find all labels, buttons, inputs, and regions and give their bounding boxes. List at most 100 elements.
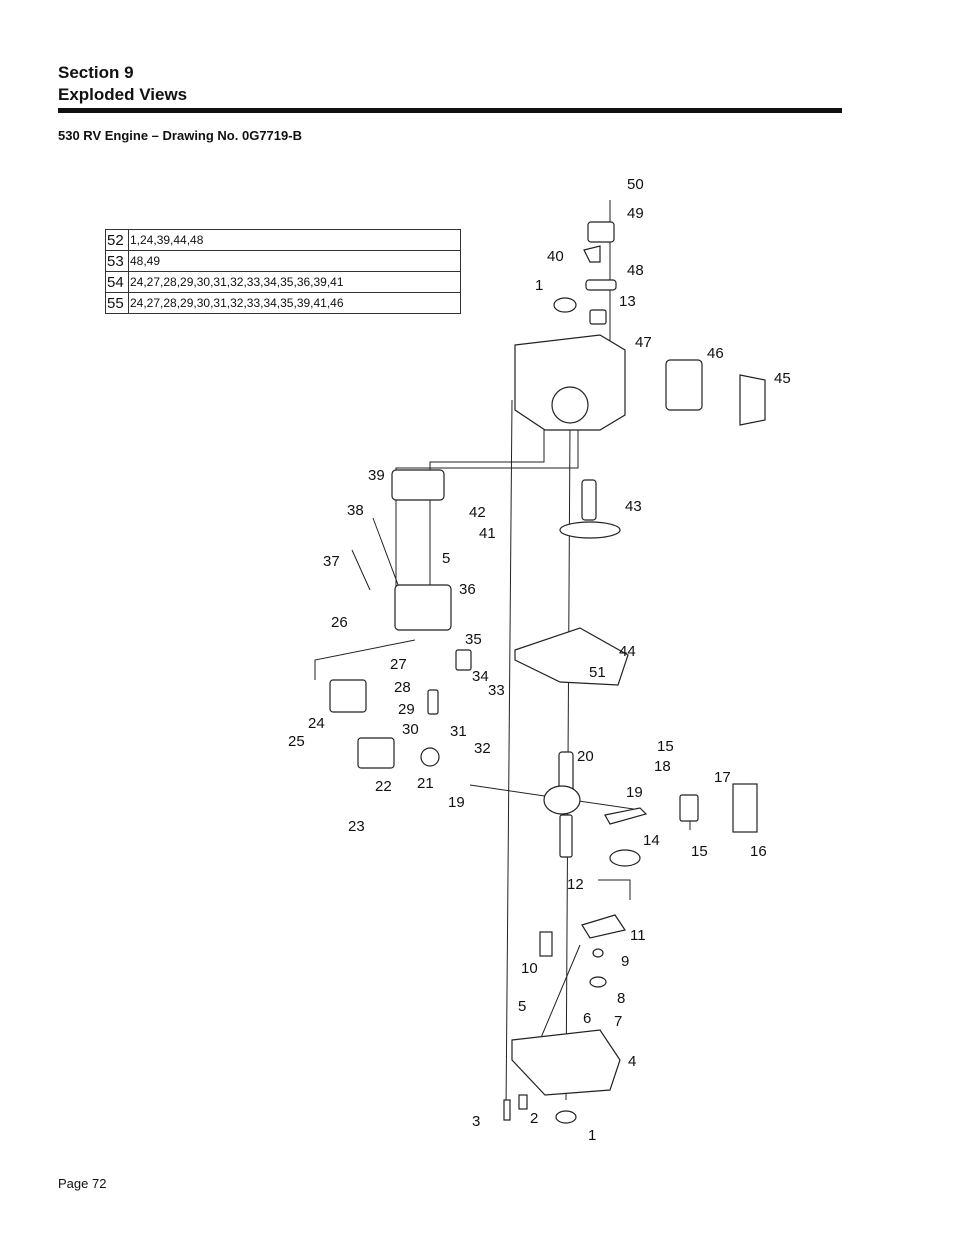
callout: 39 [368,467,385,484]
callout: 11 [630,927,646,944]
part-ring-set [732,783,758,833]
callout: 17 [714,769,731,786]
callout: 23 [348,818,365,835]
callout: 18 [654,758,671,775]
part-camshaft [581,479,597,521]
callout: 13 [619,293,636,310]
callout: 5 [518,998,526,1015]
kit-number: 55 [105,292,129,314]
section-number: Section 9 [58,63,134,82]
callout: 15 [691,843,708,860]
part-cylinder-bore [551,386,589,424]
callout: 6 [583,1010,591,1027]
part-rocker-cover [357,737,395,769]
part-connecting-rod [604,807,648,825]
callout: 16 [750,843,767,860]
section-title: Exploded Views [58,85,188,104]
part-screen [589,309,607,325]
part-washer [592,948,604,958]
kit-parts: 24,27,28,29,30,31,32,33,34,35,39,41,46 [128,292,461,314]
part-piston [679,794,699,822]
callout: 1 [535,277,543,294]
part-bracket [583,245,601,263]
part-oil-sump [511,1029,621,1096]
part-dowel [518,1094,528,1110]
callout: 2 [530,1110,538,1127]
part-spring [427,689,439,715]
callout: 7 [614,1013,622,1030]
callout: 12 [567,876,584,893]
drawing-title: 530 RV Engine – Drawing No. 0G7719-B [58,128,302,143]
callout: 4 [628,1053,636,1070]
callout: 8 [617,990,625,1007]
callout: 51 [589,664,606,681]
part-crank-counterweight [543,785,581,815]
callout: 9 [621,953,629,970]
callout: 36 [459,581,476,598]
part-main-bearing [609,849,641,867]
part-crankcase [514,334,626,431]
callout: 27 [390,656,407,673]
callout: 40 [547,248,564,265]
callout: 3 [472,1113,480,1130]
callout: 28 [394,679,411,696]
callout: 5 [442,550,450,567]
callout: 45 [774,370,791,387]
callout: 48 [627,262,644,279]
part-breather [420,747,440,767]
part-oil-seal [589,976,607,988]
part-bolt [503,1099,511,1121]
callout: 20 [577,748,594,765]
engine-parts [329,221,766,1124]
part-cylinder [665,359,703,411]
part-cylinder-head [394,584,452,631]
callout: 21 [417,775,434,792]
callout: 15 [657,738,674,755]
callout: 44 [619,643,636,660]
callout: 24 [308,715,325,732]
callout: 14 [643,832,660,849]
header-rule [58,108,842,113]
callout-labels: 50 49 40 48 1 13 47 46 45 39 43 38 42 41… [288,176,791,1144]
callout: 41 [479,525,496,542]
part-oil-pump-cover [581,914,626,939]
callout: 33 [488,682,505,699]
callout: 43 [625,498,642,515]
callout: 22 [375,778,392,795]
callout: 19 [448,794,465,811]
part-gasket-small [539,931,553,957]
callout: 47 [635,334,652,351]
callout: 30 [402,721,419,738]
part-breather-cover [587,221,615,243]
part-crankcase-gasket [514,627,629,686]
part-crankshaft-bottom [559,814,573,858]
callout: 25 [288,733,305,750]
callout: 38 [347,502,364,519]
callout: 34 [472,668,489,685]
callout: 50 [627,176,644,193]
part-valve-plate [455,649,472,671]
part-seal [553,297,577,313]
part-cover-gasket [329,679,367,713]
callout: 32 [474,740,491,757]
callout: 19 [626,784,643,801]
callout: 1 [588,1127,596,1144]
part-gasket [585,279,617,291]
kit-parts: 1,24,39,44,48 [128,229,461,251]
callout: 49 [627,205,644,222]
callout: 42 [469,504,486,521]
callout: 46 [707,345,724,362]
part-head-gasket [391,469,445,501]
callout: 29 [398,701,415,718]
callout: 31 [450,723,467,740]
section-heading: Section 9 Exploded Views [58,62,187,106]
callout: 37 [323,553,340,570]
part-cam-gear [559,521,621,539]
callout: 35 [465,631,482,648]
part-shroud [739,374,766,426]
callout: 26 [331,614,348,631]
page-number: Page 72 [58,1176,107,1191]
